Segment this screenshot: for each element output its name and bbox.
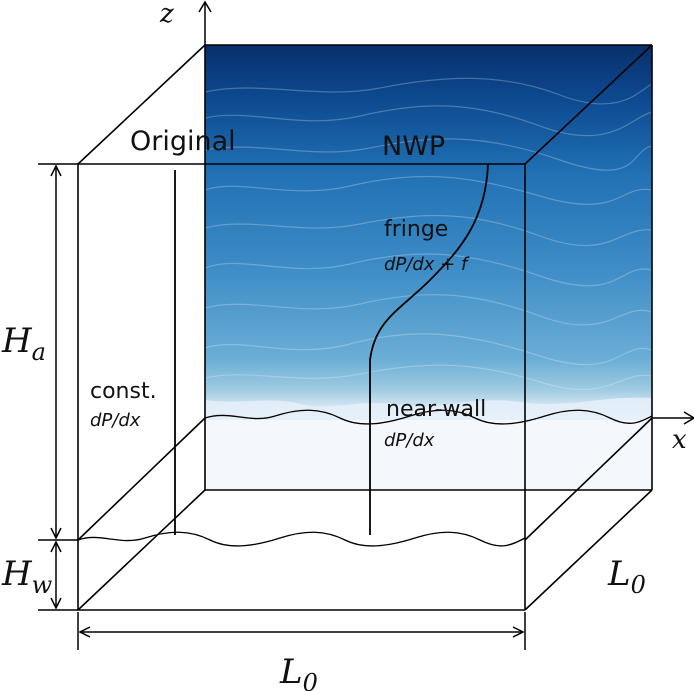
ha-label: Ha — [1, 321, 46, 366]
x-axis-label: x — [672, 425, 687, 455]
fringe-equation: dP/dx + f — [384, 254, 470, 275]
nwp-profile-line — [369, 163, 489, 535]
box-edges — [77, 44, 653, 611]
l0-side-label: L0 — [607, 554, 646, 599]
flow-field — [205, 45, 652, 490]
l0-bottom-label: L0 — [279, 652, 318, 691]
fringe-label: fringe — [384, 217, 448, 242]
hw-label: Hw — [1, 554, 53, 599]
const-label: const. — [90, 379, 157, 404]
wall-line-back — [204, 409, 653, 425]
dimension-arrows — [38, 163, 526, 650]
z-axis-label: z — [159, 0, 174, 29]
wall-line-front — [77, 531, 526, 547]
near-wall-equation: dP/dx — [384, 430, 435, 451]
near-wall-label: near-wall — [386, 397, 486, 422]
axes — [198, 0, 694, 425]
nwp-label: NWP — [382, 131, 445, 162]
const-equation: dP/dx — [90, 410, 141, 431]
original-label: Original — [130, 126, 236, 157]
